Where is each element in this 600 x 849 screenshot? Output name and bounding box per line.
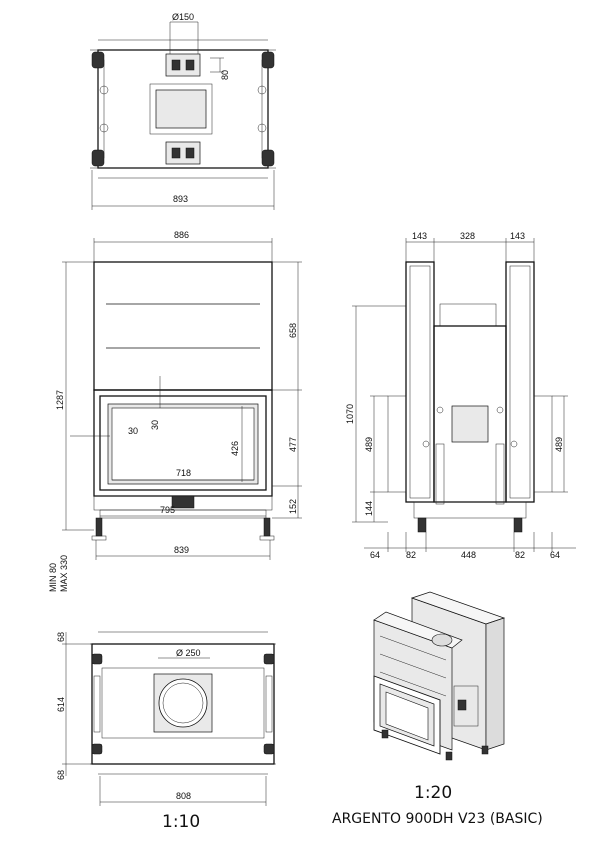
dim-143-right-label: 143 bbox=[510, 231, 525, 241]
outlet-diameter-label: Ø 250 bbox=[176, 648, 201, 658]
glass-width-label: 718 bbox=[176, 468, 191, 478]
dim-489-left-label: 489 bbox=[364, 437, 374, 452]
front-width-label: 886 bbox=[174, 230, 189, 240]
flue-diameter-label: Ø150 bbox=[172, 12, 194, 22]
dim-82-left-label: 82 bbox=[406, 550, 416, 560]
dim-68-bottom-label: 68 bbox=[56, 770, 66, 780]
top-width-label: 893 bbox=[173, 194, 188, 204]
dim-658-label: 658 bbox=[288, 323, 298, 338]
dim-152-label: 152 bbox=[288, 499, 298, 514]
glass-height-label: 426 bbox=[230, 441, 240, 456]
depth-label: 614 bbox=[56, 697, 66, 712]
dim-328-label: 328 bbox=[460, 231, 475, 241]
dim-64-right-label: 64 bbox=[550, 550, 560, 560]
leg-max-label: MAX 330 bbox=[59, 555, 69, 592]
dim-30-vertical-label: 30 bbox=[150, 420, 160, 430]
legs-width-label: 839 bbox=[174, 545, 189, 555]
dim-489-right-label: 489 bbox=[554, 437, 564, 452]
dim-448-label: 448 bbox=[461, 550, 476, 560]
total-height-label: 1287 bbox=[55, 390, 65, 410]
base-width-label: 795 bbox=[160, 505, 175, 515]
bottom-view: Ø 250 68 614 68 808 bbox=[56, 631, 276, 806]
dim-68-top-label: 68 bbox=[56, 632, 66, 642]
bottom-width-label: 808 bbox=[176, 791, 191, 801]
isometric-view bbox=[373, 591, 506, 761]
dim-143-left-label: 143 bbox=[412, 231, 427, 241]
side-view: 143 328 143 1070 489 bbox=[345, 231, 576, 560]
front-view: 886 1287 658 477 152 bbox=[48, 230, 302, 592]
product-name-label: ARGENTO 900DH V23 (BASIC) bbox=[332, 811, 543, 827]
scale-right-label: 1:20 bbox=[414, 783, 452, 803]
dim-30-horizontal-label: 30 bbox=[128, 426, 138, 436]
dim-477-label: 477 bbox=[288, 437, 298, 452]
leg-min-label: MIN 80 bbox=[48, 563, 58, 592]
dim-80-label: 80 bbox=[220, 70, 230, 80]
dim-144-label: 144 bbox=[364, 501, 374, 516]
dim-82-right-label: 82 bbox=[515, 550, 525, 560]
scale-left-label: 1:10 bbox=[162, 812, 200, 832]
dim-64-left-label: 64 bbox=[370, 550, 380, 560]
top-view: Ø150 80 893 bbox=[90, 12, 276, 210]
side-height-label: 1070 bbox=[345, 404, 355, 424]
